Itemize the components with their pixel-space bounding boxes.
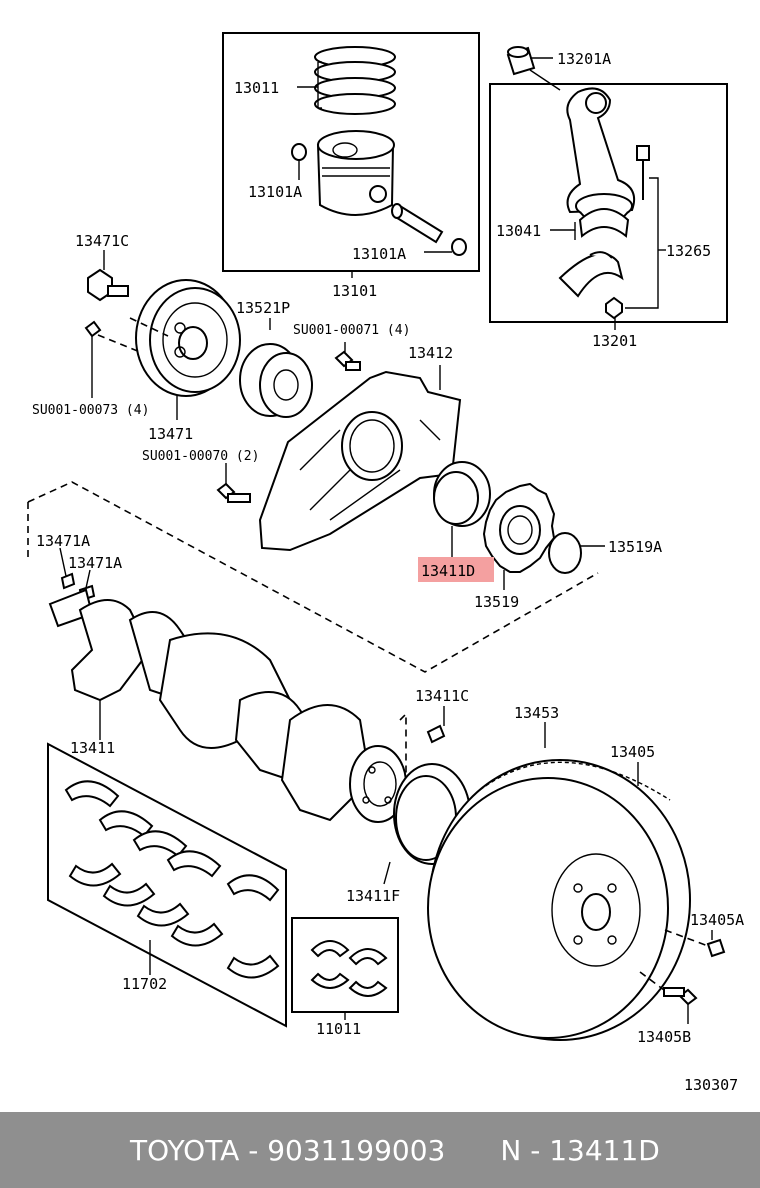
- pulley-bolt[interactable]: [87, 268, 129, 302]
- label-13521p[interactable]: 13521P: [236, 299, 290, 317]
- label-13519[interactable]: 13519: [474, 593, 519, 611]
- label-13201a[interactable]: 13201A: [557, 50, 611, 68]
- label-13453[interactable]: 13453: [514, 704, 559, 722]
- rod-bolt[interactable]: [636, 145, 650, 200]
- piston-group-box: [222, 32, 480, 272]
- main-bearing-set[interactable]: [64, 780, 280, 979]
- seal-retainer-bolt-1[interactable]: [334, 350, 361, 371]
- label-11011[interactable]: 11011: [316, 1020, 361, 1038]
- label-13265[interactable]: 13265: [666, 242, 711, 260]
- diagram-code: 130307: [684, 1076, 738, 1094]
- rod-bushing[interactable]: [506, 46, 536, 76]
- label-13011[interactable]: 13011: [234, 79, 279, 97]
- crankshaft[interactable]: [48, 588, 407, 823]
- flywheel-pin[interactable]: [706, 938, 726, 958]
- exploded-parts-diagram: 13011 13101A 13101A 13101 13201A 13041 1…: [27, 32, 744, 1094]
- dowel-pin[interactable]: [426, 724, 446, 744]
- piston-pin[interactable]: [391, 203, 444, 244]
- label-13201[interactable]: 13201: [592, 332, 637, 350]
- label-su001-00073[interactable]: SU001-00073 (4): [32, 403, 149, 418]
- snap-ring-upper[interactable]: [291, 143, 307, 161]
- label-su001-00070[interactable]: SU001-00070 (2): [142, 449, 259, 464]
- thrust-washers[interactable]: [310, 940, 388, 997]
- thrust-washer-box: [291, 917, 399, 1013]
- piston-rings[interactable]: [314, 46, 396, 115]
- pulley-small-bolt[interactable]: [84, 320, 102, 338]
- flywheel-bolt[interactable]: [663, 987, 698, 1006]
- label-13471a-2[interactable]: 13471A: [68, 554, 122, 572]
- label-13412[interactable]: 13412: [408, 344, 453, 362]
- crankshaft-timing-gear[interactable]: [482, 482, 556, 573]
- label-11702[interactable]: 11702: [122, 975, 167, 993]
- connecting-rod-group-box: [489, 83, 728, 323]
- label-13519a[interactable]: 13519A: [608, 538, 662, 556]
- rod-nut[interactable]: [605, 296, 623, 320]
- label-13405b[interactable]: 13405B: [637, 1028, 691, 1046]
- label-13471c[interactable]: 13471C: [75, 232, 129, 250]
- main-bearing-set-box: [47, 742, 287, 1028]
- label-13405[interactable]: 13405: [610, 743, 655, 761]
- footer-bar: TOYOTA - 9031199003 N - 13411D: [0, 1112, 760, 1188]
- label-13101[interactable]: 13101: [332, 282, 377, 300]
- crankshaft-pulley[interactable]: [135, 279, 241, 397]
- rod-bearing[interactable]: [578, 208, 630, 238]
- connecting-rod[interactable]: [566, 87, 636, 227]
- label-13411f[interactable]: 13411F: [346, 887, 400, 905]
- retainer-bolt-2[interactable]: [216, 482, 251, 503]
- timing-pulley-gear[interactable]: [239, 343, 313, 418]
- footer-part-code: N - 13411D: [500, 1133, 660, 1167]
- label-13471a-1[interactable]: 13471A: [36, 532, 90, 550]
- label-13101a-lower[interactable]: 13101A: [352, 245, 406, 263]
- selected-part-highlight[interactable]: [418, 557, 494, 582]
- label-13041[interactable]: 13041: [496, 222, 541, 240]
- label-13471[interactable]: 13471: [148, 425, 193, 443]
- label-13411d[interactable]: 13411D: [421, 562, 475, 580]
- oil-seal[interactable]: [433, 461, 491, 527]
- flywheel[interactable]: [427, 759, 691, 1041]
- label-su001-00071[interactable]: SU001-00071 (4): [293, 323, 410, 338]
- piston[interactable]: [316, 130, 395, 216]
- footer-part-number: TOYOTA - 9031199003: [130, 1133, 446, 1167]
- o-ring[interactable]: [548, 532, 582, 574]
- label-13411[interactable]: 13411: [70, 739, 115, 757]
- label-13405a[interactable]: 13405A: [690, 911, 744, 929]
- ring-gear[interactable]: [479, 761, 671, 801]
- crank-key-1[interactable]: [60, 572, 76, 590]
- label-13101a-upper[interactable]: 13101A: [248, 183, 302, 201]
- label-13411c[interactable]: 13411C: [415, 687, 469, 705]
- rod-cap[interactable]: [558, 251, 624, 298]
- snap-ring-lower[interactable]: [451, 238, 467, 256]
